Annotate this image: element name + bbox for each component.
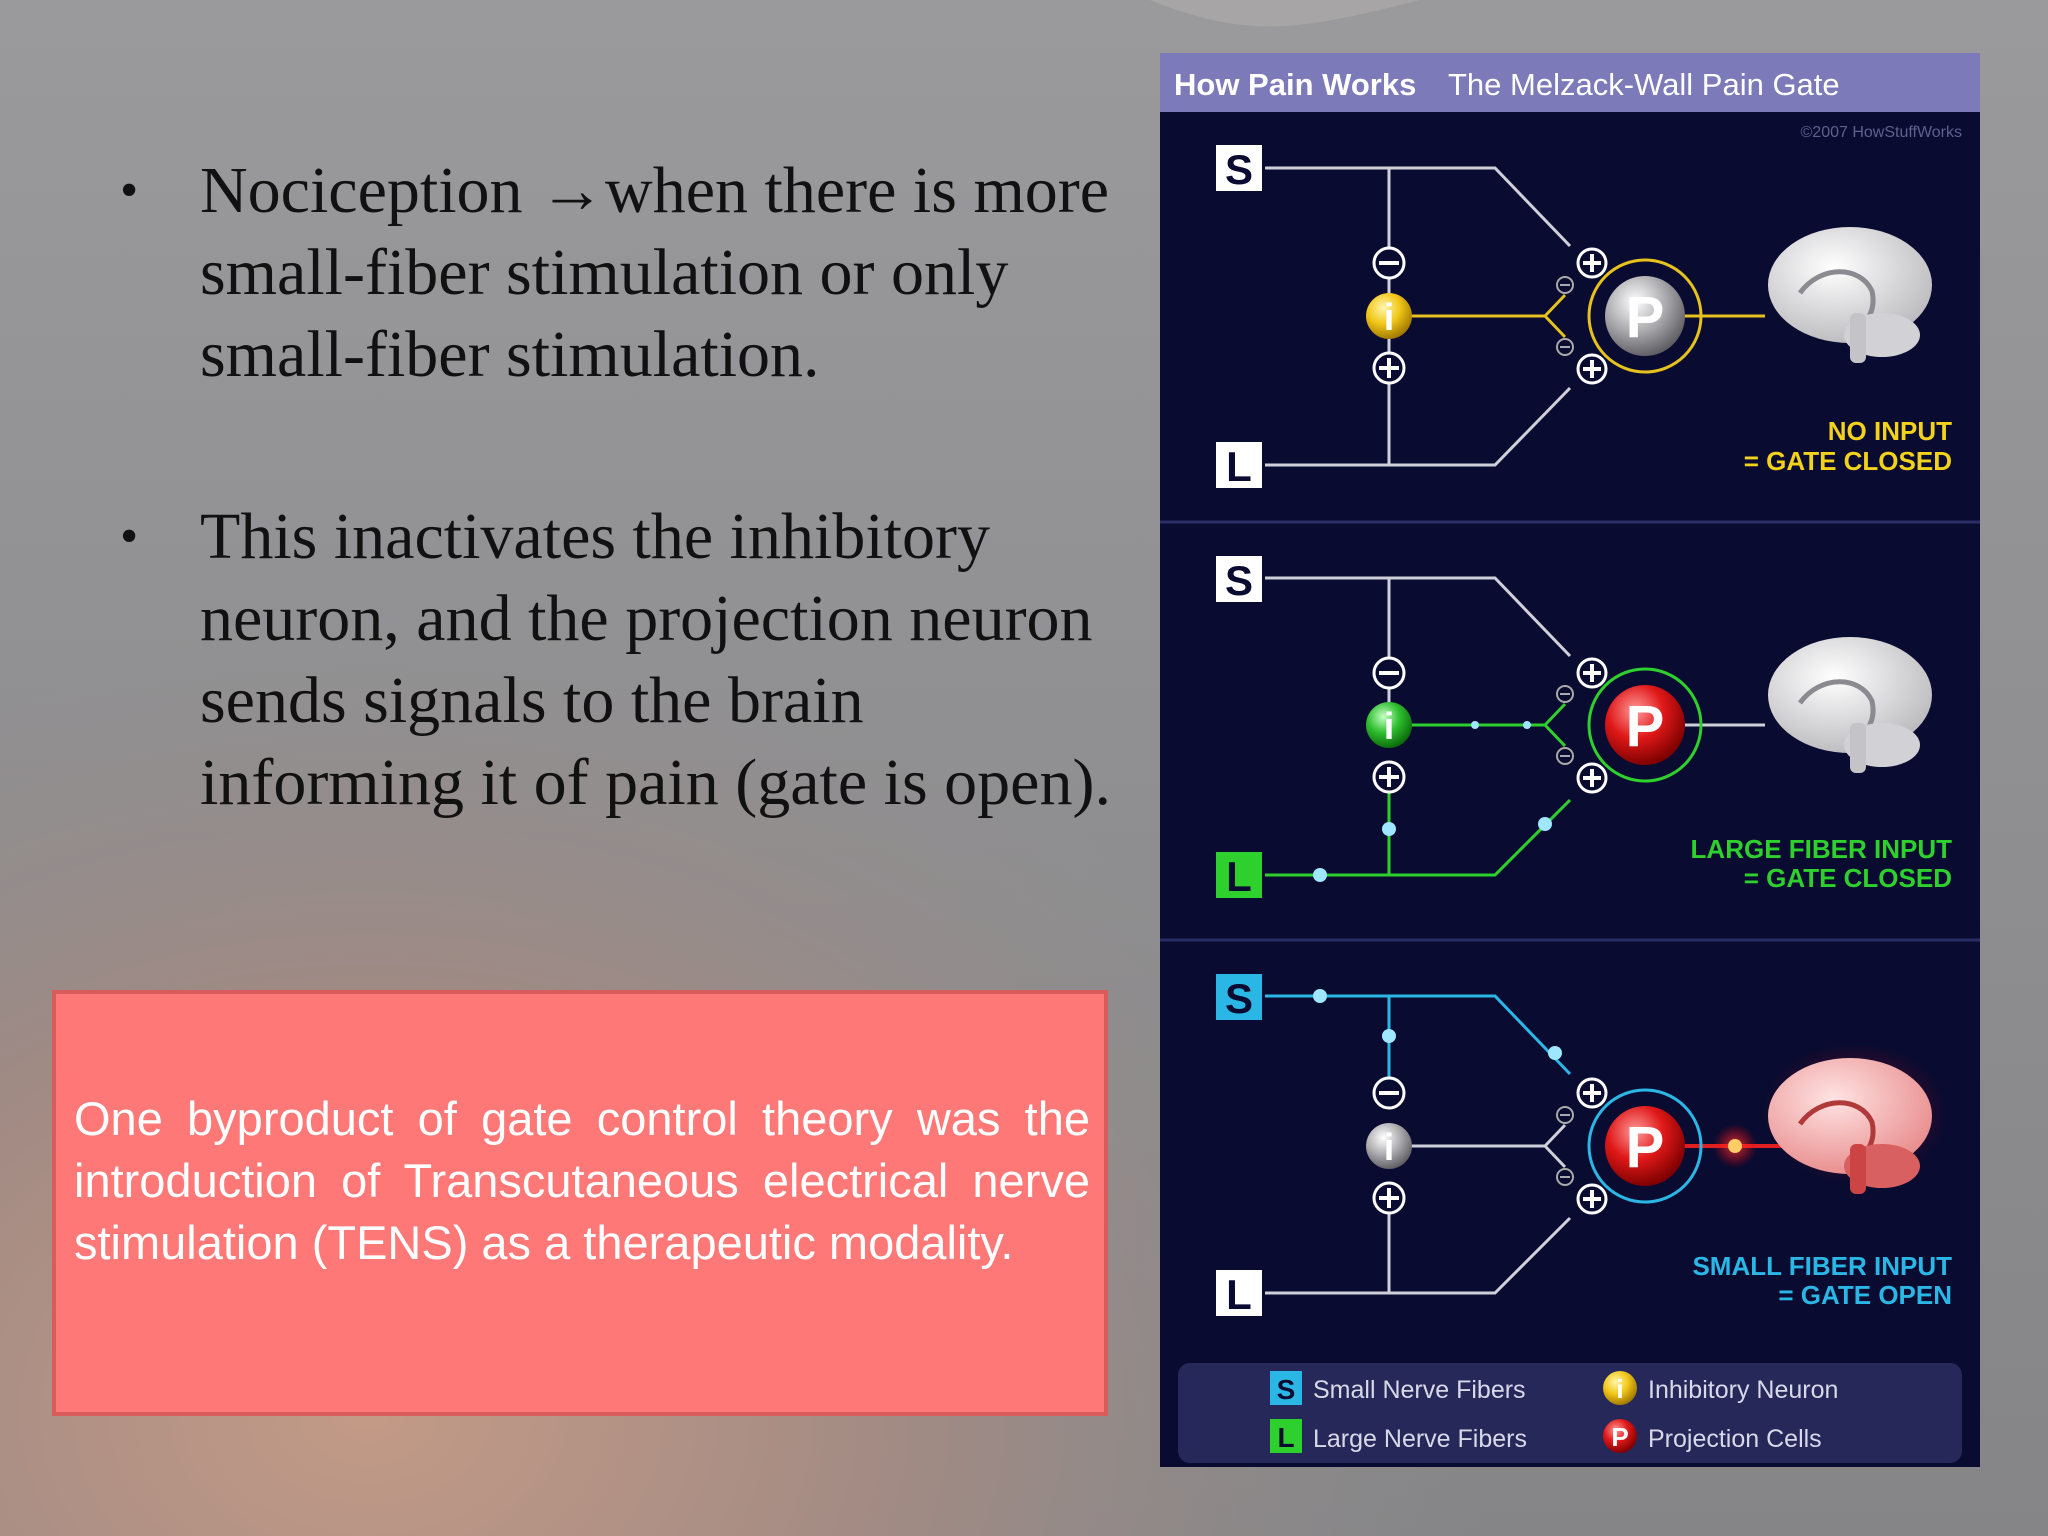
svg-text:S: S [1225, 146, 1253, 193]
projection-cell [1605, 1106, 1685, 1186]
svg-text:P: P [1611, 1422, 1628, 1452]
callout-text: One byproduct of gate control theory was… [74, 1092, 1090, 1269]
pain-gate-diagram: How Pain Works The Melzack-Wall Pain Gat… [1160, 53, 1980, 1467]
brain-icon [1768, 637, 1932, 773]
legend-label: Projection Cells [1648, 1425, 1822, 1453]
bullet-marker: • [120, 508, 139, 565]
header-title: The Melzack-Wall Pain Gate [1448, 67, 1840, 102]
brain-icon [1768, 227, 1932, 363]
diagram-legend: S Small Nerve Fibers L Large Nerve Fiber… [1178, 1363, 1962, 1463]
large-fiber-badge [1216, 852, 1262, 898]
state-line2: = GATE CLOSED [1744, 446, 1952, 476]
brain-icon [1763, 1043, 1947, 1194]
svg-text:L: L [1226, 853, 1252, 900]
svg-text:i: i [1384, 706, 1395, 748]
svg-text:P: P [1626, 1115, 1665, 1180]
large-fiber-badge [1216, 442, 1262, 488]
state-line1: LARGE FIBER INPUT [1691, 834, 1953, 864]
diagram-canvas: How Pain Works The Melzack-Wall Pain Gat… [1160, 53, 1980, 1463]
inhibitory-neuron [1366, 293, 1412, 339]
state-line2: = GATE OPEN [1778, 1280, 1952, 1310]
legend-badge-i [1603, 1371, 1637, 1405]
bullet-item: • This inactivates the inhibitory neuron… [120, 496, 1140, 824]
inhibitory-neuron [1366, 702, 1412, 748]
tens-callout-box: One byproduct of gate control theory was… [52, 990, 1108, 1416]
legend-badge-p [1603, 1419, 1637, 1453]
bullet-item: • Nociception →when there is more small-… [120, 150, 1140, 396]
state-line2: = GATE CLOSED [1744, 863, 1952, 893]
svg-text:S: S [1225, 975, 1253, 1022]
svg-text:P: P [1626, 694, 1665, 759]
gate-panel-small-fiber: S L i P SMALL FIBER INPUT = GATE OPEN [1216, 974, 1952, 1318]
svg-text:S: S [1225, 557, 1253, 604]
svg-text:L: L [1226, 1271, 1252, 1318]
legend-badge-l [1270, 1419, 1302, 1453]
svg-text:L: L [1226, 443, 1252, 490]
projection-cell [1605, 685, 1685, 765]
bullet-marker: • [120, 162, 139, 219]
svg-text:i: i [1384, 297, 1395, 339]
copyright: ©2007 HowStuffWorks [1801, 124, 1963, 141]
header-bold: How Pain Works [1174, 67, 1416, 102]
small-fiber-badge [1216, 145, 1262, 191]
state-line1: NO INPUT [1828, 416, 1952, 446]
gate-panel-large-fiber: S L i P LARGE FIBER INPUT = GATE CLOSED [1216, 556, 1952, 900]
legend-badge-s [1270, 1371, 1302, 1405]
gate-panel-no-input: S L i P NO INPUT = GATE CLOSED [1216, 145, 1952, 490]
projection-cell [1605, 276, 1685, 356]
small-fiber-badge [1216, 974, 1262, 1020]
small-fiber-badge [1216, 556, 1262, 602]
bullet-text: Nociception →when there is more small-fi… [200, 154, 1110, 391]
svg-text:i: i [1616, 1374, 1623, 1404]
inhibitory-neuron [1366, 1123, 1412, 1169]
bullet-text: This inactivates the inhibitory neuron, … [200, 500, 1111, 819]
svg-text:L: L [1277, 1422, 1294, 1453]
svg-text:P: P [1626, 285, 1665, 350]
legend-label: Small Nerve Fibers [1313, 1376, 1526, 1404]
legend-label: Large Nerve Fibers [1313, 1425, 1527, 1453]
svg-text:i: i [1384, 1127, 1395, 1169]
large-fiber-badge [1216, 1270, 1262, 1316]
state-line1: SMALL FIBER INPUT [1692, 1251, 1952, 1281]
diagram-header [1160, 53, 1980, 112]
legend-label: Inhibitory Neuron [1648, 1376, 1838, 1404]
svg-text:S: S [1277, 1374, 1296, 1405]
bullet-list: • Nociception →when there is more small-… [120, 150, 1140, 824]
